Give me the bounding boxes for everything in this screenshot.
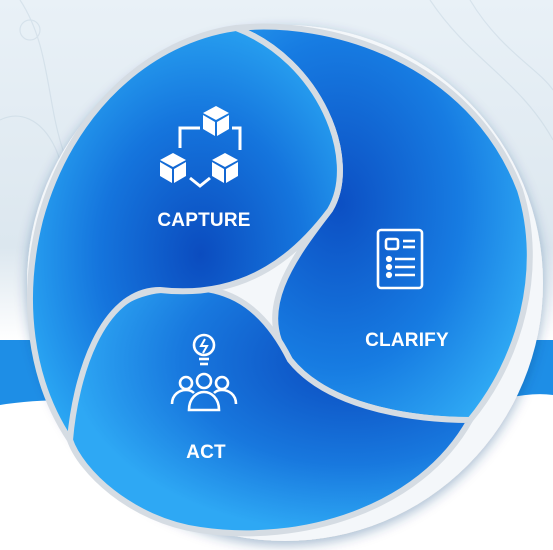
capture-label: CAPTURE — [157, 210, 251, 231]
team-idea-bulb-icon — [170, 333, 238, 412]
act-label: ACT — [186, 442, 226, 463]
clarify-label: CLARIFY — [365, 330, 449, 351]
checklist-document-icon — [376, 228, 424, 290]
network-cubes-icon — [160, 106, 242, 188]
segment-capture — [27, 24, 343, 449]
